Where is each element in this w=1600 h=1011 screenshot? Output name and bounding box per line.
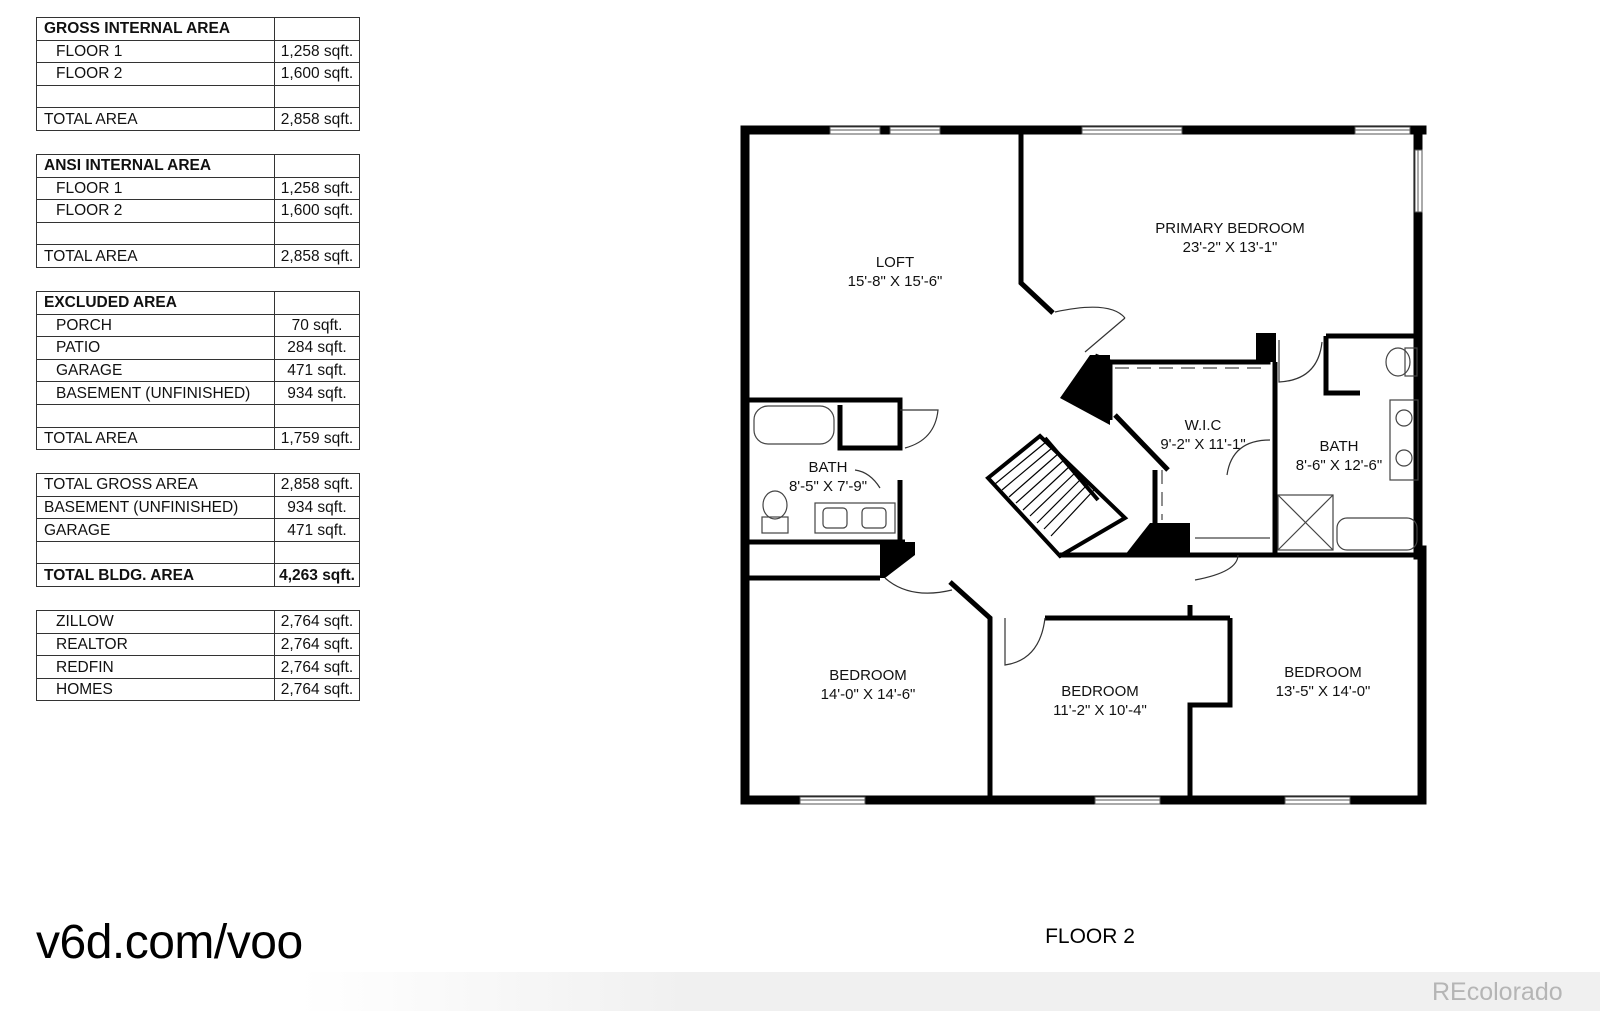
row-value: 2,764 sqft. bbox=[274, 655, 360, 679]
watermark-url: v6d.com/voo bbox=[36, 916, 303, 969]
loft-name: LOFT bbox=[876, 254, 914, 271]
row-value: 4,263 sqft. bbox=[274, 563, 360, 588]
primary-bedroom-name: PRIMARY BEDROOM bbox=[1155, 220, 1304, 237]
row-value: 284 sqft. bbox=[274, 336, 360, 360]
row-label: GROSS INTERNAL AREA bbox=[36, 17, 275, 41]
row-value: 1,258 sqft. bbox=[274, 176, 360, 201]
row-value: 471 sqft. bbox=[274, 518, 360, 542]
row-value: 70 sqft. bbox=[274, 313, 360, 338]
row-value: 2,858 sqft. bbox=[274, 473, 360, 497]
row-value: 2,858 sqft. bbox=[274, 107, 360, 131]
row-label: TOTAL AREA bbox=[36, 426, 275, 451]
row-label: TOTAL GROSS AREA bbox=[36, 473, 275, 497]
row-label: GARAGE bbox=[36, 358, 275, 383]
wic-dims: 9'-2" X 11'-1" bbox=[1160, 436, 1245, 453]
row-value: 1,600 sqft. bbox=[274, 62, 360, 86]
row-value: 934 sqft. bbox=[274, 381, 360, 405]
bedroom-right-dims: 13'-5" X 14'-0" bbox=[1276, 683, 1371, 700]
table-row bbox=[36, 221, 360, 246]
row-label: FLOOR 1 bbox=[36, 176, 275, 201]
loft-dims: 15'-8" X 15'-6" bbox=[848, 273, 943, 290]
row-value: 2,764 sqft. bbox=[274, 632, 360, 657]
row-label: TOTAL BLDG. AREA bbox=[36, 563, 275, 588]
windows bbox=[799, 126, 1423, 805]
row-value: 1,258 sqft. bbox=[274, 39, 360, 64]
bath-right-dims: 8'-6" X 12'-6" bbox=[1296, 457, 1382, 474]
fixtures bbox=[753, 347, 1419, 551]
structure-blocks bbox=[880, 333, 1276, 578]
row-label: ANSI INTERNAL AREA bbox=[36, 153, 275, 178]
room-labels: LOFT 15'-8" X 15'-6" PRIMARY BEDROOM 23'… bbox=[789, 220, 1382, 719]
bedroom-left-name: BEDROOM bbox=[829, 667, 907, 684]
wic-name: W.I.C bbox=[1185, 417, 1222, 434]
staircase bbox=[985, 433, 1129, 559]
floor-label: FLOOR 2 bbox=[1045, 925, 1135, 948]
row-value: 2,858 sqft. bbox=[274, 244, 360, 268]
bedroom-mid-name: BEDROOM bbox=[1061, 683, 1139, 700]
row-label: HOMES bbox=[36, 677, 275, 702]
interior-walls bbox=[745, 130, 1422, 800]
bedroom-left-dims: 14'-0" X 14'-6" bbox=[821, 686, 916, 703]
table-row: ANSI INTERNAL AREA bbox=[36, 153, 360, 178]
table-row: BASEMENT (UNFINISHED)934 sqft. bbox=[36, 495, 360, 520]
row-value bbox=[274, 17, 360, 41]
row-label: FLOOR 1 bbox=[36, 39, 275, 64]
bottom-fade bbox=[300, 972, 1600, 1011]
bath-right-name: BATH bbox=[1320, 438, 1359, 455]
brand-logo: REcolorado bbox=[1432, 978, 1563, 1006]
primary-bedroom-dims: 23'-2" X 13'-1" bbox=[1183, 239, 1278, 256]
bedroom-right-name: BEDROOM bbox=[1284, 664, 1362, 681]
bedroom-mid-dims: 11'-2" X 10'-4" bbox=[1053, 702, 1147, 719]
row-value: 1,759 sqft. bbox=[274, 426, 360, 451]
bath-left-name: BATH bbox=[809, 459, 848, 476]
table-row: GROSS INTERNAL AREA bbox=[36, 17, 360, 41]
door-swings bbox=[854, 306, 1323, 666]
row-value: 2,764 sqft. bbox=[274, 677, 360, 702]
row-label: TOTAL AREA bbox=[36, 107, 275, 131]
bath-left-dims: 8'-5" X 7'-9" bbox=[789, 478, 867, 495]
table-row: BASEMENT (UNFINISHED)934 sqft. bbox=[36, 381, 360, 405]
